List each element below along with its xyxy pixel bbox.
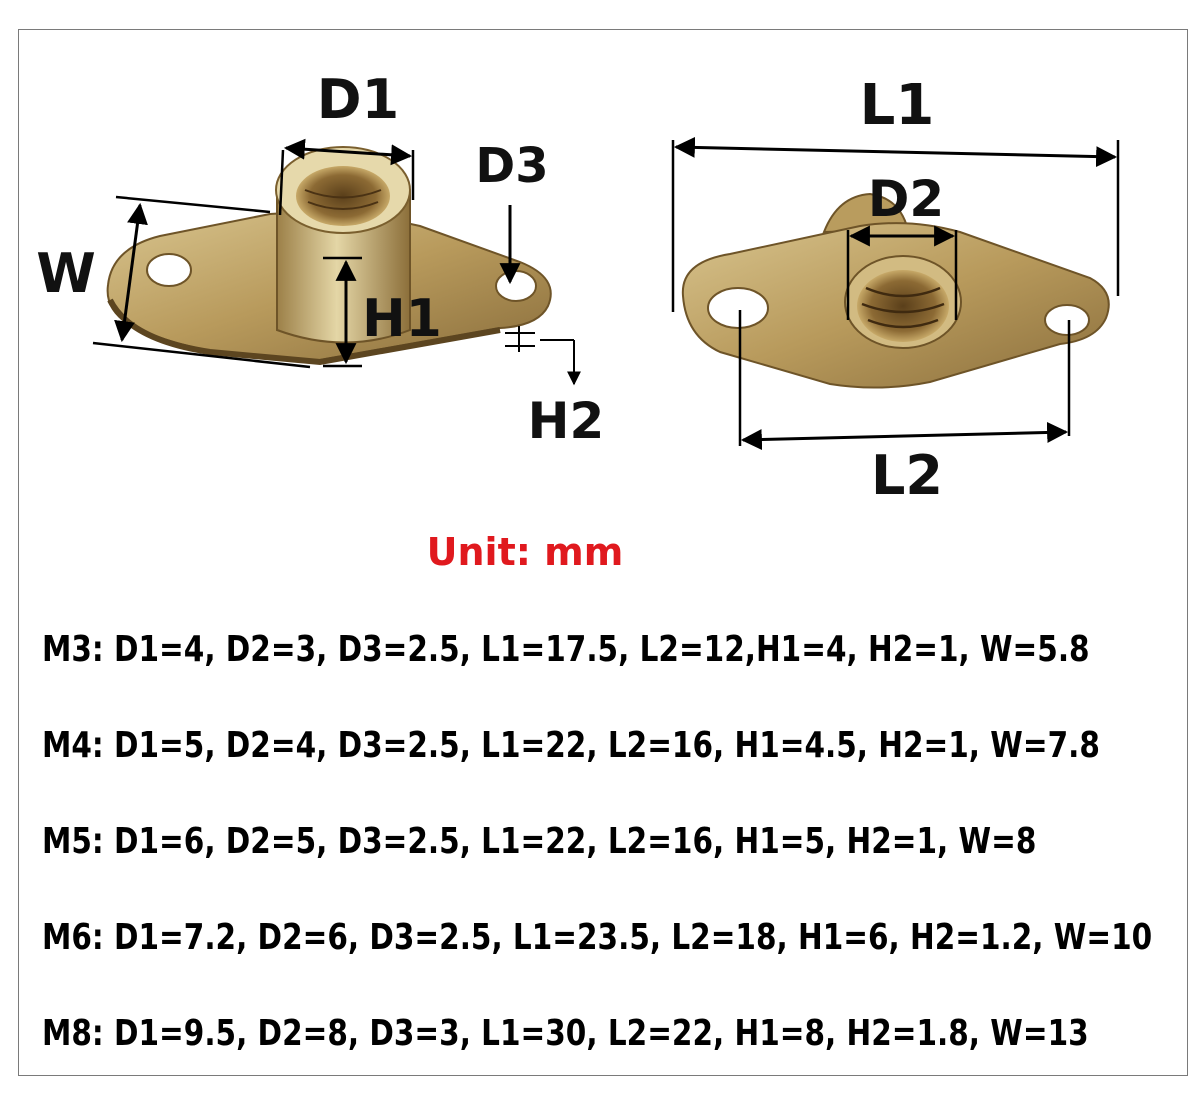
side-view-dimensions [92,138,581,386]
spec-row-m4: M4: D1=5, D2=4, D3=2.5, L1=22, L2=16, H1… [42,725,1100,766]
page-frame [18,29,1188,1076]
top-view-dimensions [671,136,1120,451]
spec-row-m6: M6: D1=7.2, D2=6, D3=2.5, L1=23.5, L2=18… [42,917,1153,958]
label-l2: L2 [871,444,943,507]
spec-row-m8: M8: D1=9.5, D2=8, D3=3, L1=30, L2=22, H1… [42,1013,1089,1054]
label-h2: H2 [528,392,605,450]
unit-note: Unit: mm [426,530,624,574]
size-spec-list: M3: D1=4, D2=3, D3=2.5, L1=17.5, L2=12,H… [42,618,1182,1098]
label-h1: H1 [362,289,442,349]
spec-row-m3: M3: D1=4, D2=3, D3=2.5, L1=17.5, L2=12,H… [42,629,1090,670]
label-d2: D2 [868,170,944,228]
label-d1: D1 [317,68,399,131]
spec-row-m5: M5: D1=6, D2=5, D3=2.5, L1=22, L2=16, H1… [42,821,1037,862]
nut-top-view [681,192,1110,389]
label-d3: D3 [475,138,548,194]
label-w: W [36,242,96,305]
label-l1: L1 [860,73,935,138]
nut-dimension-diagram: D1 D3 W H1 H2 L1 D2 L2 [36,68,1120,507]
